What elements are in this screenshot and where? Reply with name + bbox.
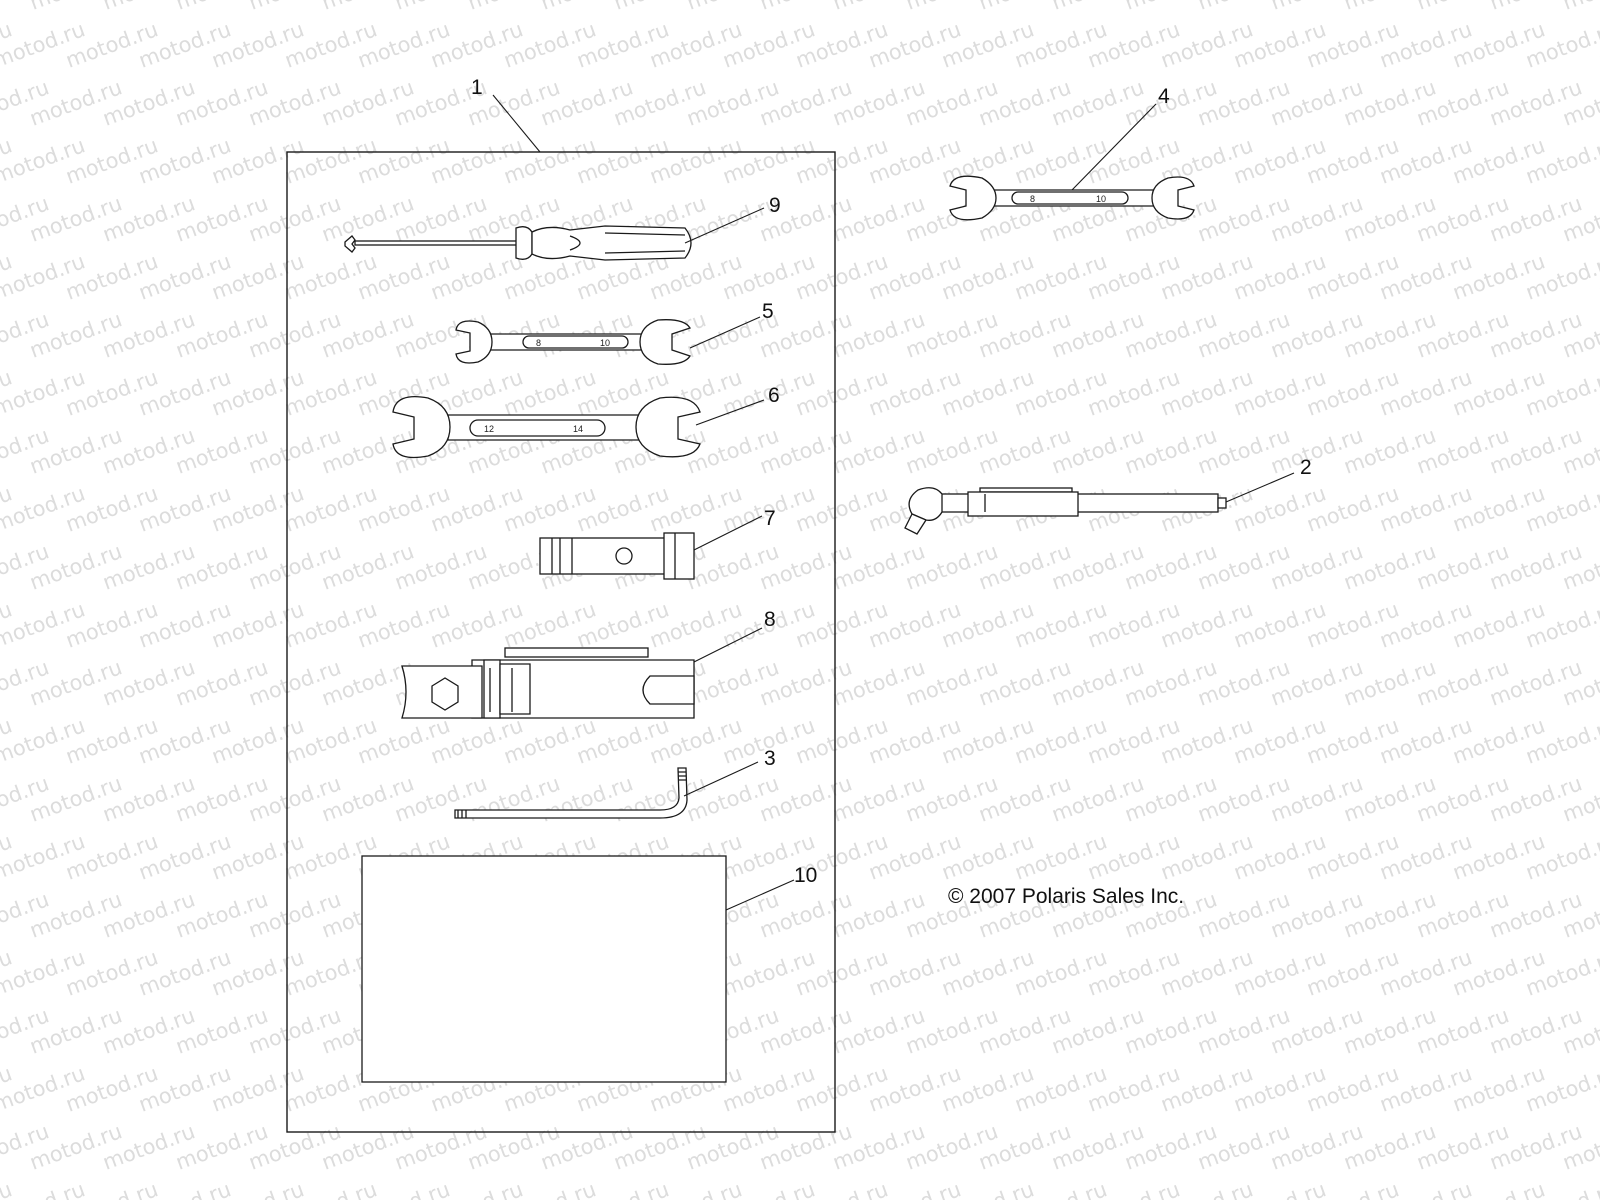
- callout-6: 6: [768, 384, 780, 407]
- part-6-wrench: 12 14 6: [392, 384, 780, 459]
- callout-10: 10: [794, 864, 817, 887]
- tire-pressure-gauge-icon: [904, 487, 1227, 535]
- wrench-4-size-small: 8: [1030, 194, 1035, 204]
- part-8-spark-plug-wrench: 8: [401, 608, 776, 719]
- watermark-text: motod.ru: [1560, 0, 1600, 15]
- part-2-pressure-gauge: 2: [904, 456, 1312, 535]
- wrench-6-size-small: 12: [484, 424, 494, 434]
- callout-9: 9: [769, 194, 781, 217]
- open-end-wrench-icon: 8 10: [949, 175, 1195, 221]
- callout-3: 3: [764, 747, 776, 770]
- wrench-5-size-small: 8: [536, 338, 541, 348]
- open-end-wrench-icon: 12 14: [392, 395, 701, 459]
- part-5-wrench: 8 10 5: [455, 300, 774, 365]
- watermark-text: motod.ru: [0, 1177, 15, 1200]
- part-9-screwdriver: 9: [344, 194, 781, 261]
- socket-tool-icon: [539, 532, 695, 580]
- callout-5: 5: [762, 300, 774, 323]
- part-10-manual: 10: [361, 855, 817, 1083]
- wrench-6-size-large: 14: [573, 424, 583, 434]
- spark-plug-wrench-icon: [401, 647, 695, 719]
- callout-7: 7: [764, 507, 776, 530]
- hex-key-icon: [454, 767, 688, 819]
- part-1-tool-kit: 1: [286, 76, 836, 1133]
- screwdriver-icon: [344, 225, 692, 261]
- callout-1: 1: [471, 76, 483, 99]
- callout-2: 2: [1300, 456, 1312, 479]
- callout-4: 4: [1158, 85, 1170, 108]
- part-3-hex-key: 3: [454, 747, 776, 819]
- part-7-socket: 7: [539, 507, 776, 580]
- part-4-wrench: 8 10 4: [949, 85, 1195, 221]
- wrench-4-size-large: 10: [1096, 194, 1106, 204]
- open-end-wrench-icon: 8 10: [455, 319, 691, 365]
- copyright-notice: © 2007 Polaris Sales Inc.: [948, 885, 1184, 908]
- callout-8: 8: [764, 608, 776, 631]
- wrench-5-size-large: 10: [600, 338, 610, 348]
- manual-booklet-icon: [361, 855, 727, 1083]
